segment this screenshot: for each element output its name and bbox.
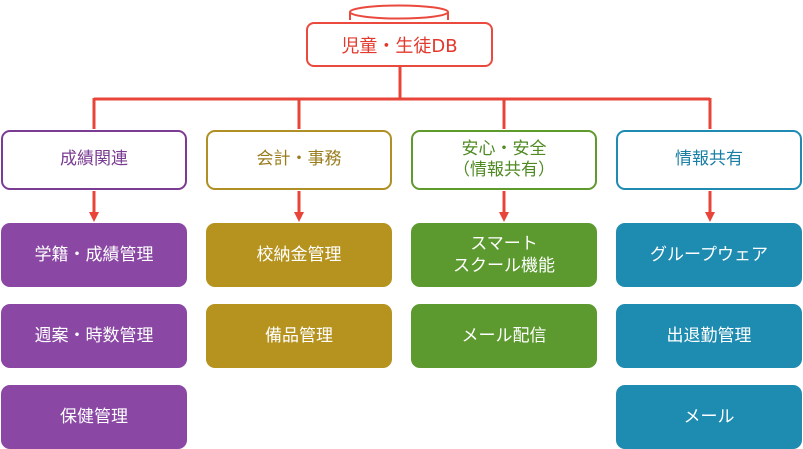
category-info-sharing: 情報共有 <box>616 130 802 190</box>
item-attendance: 出退勤管理 <box>616 304 802 368</box>
item-label: 学籍・成績管理 <box>34 244 154 265</box>
root-label: 児童・生徒DB <box>341 35 458 57</box>
category-label: 情報共有 <box>675 149 743 170</box>
item-health: 保健管理 <box>1 385 187 449</box>
item-equipment: 備品管理 <box>206 304 392 368</box>
item-groupware: グループウェア <box>616 223 802 287</box>
item-label: 備品管理 <box>265 325 333 346</box>
item-label: 保健管理 <box>60 406 128 427</box>
item-mail: メール <box>616 385 802 449</box>
item-smart-school: スマート スクール機能 <box>411 223 597 287</box>
item-enrollment-grades: 学籍・成績管理 <box>1 223 187 287</box>
category-safety: 安心・安全 （情報共有） <box>411 130 597 190</box>
item-label: 校納金管理 <box>256 244 342 265</box>
item-label: グループウェア <box>650 244 768 265</box>
item-label: 出退勤管理 <box>666 325 752 346</box>
root-database-box: 児童・生徒DB <box>306 22 493 67</box>
database-icon <box>349 4 449 20</box>
category-label: 安心・安全 （情報共有） <box>453 138 555 180</box>
category-label: 成績関連 <box>60 149 128 170</box>
item-label: 週案・時数管理 <box>34 325 154 346</box>
category-label: 会計・事務 <box>256 149 342 170</box>
category-grades: 成績関連 <box>1 130 187 190</box>
item-label: メール <box>683 406 735 427</box>
item-school-fees: 校納金管理 <box>206 223 392 287</box>
item-mail-delivery: メール配信 <box>411 304 597 368</box>
item-weekly-plan: 週案・時数管理 <box>1 304 187 368</box>
category-accounting: 会計・事務 <box>206 130 392 190</box>
item-label: スマート スクール機能 <box>453 233 555 276</box>
item-label: メール配信 <box>461 325 547 346</box>
